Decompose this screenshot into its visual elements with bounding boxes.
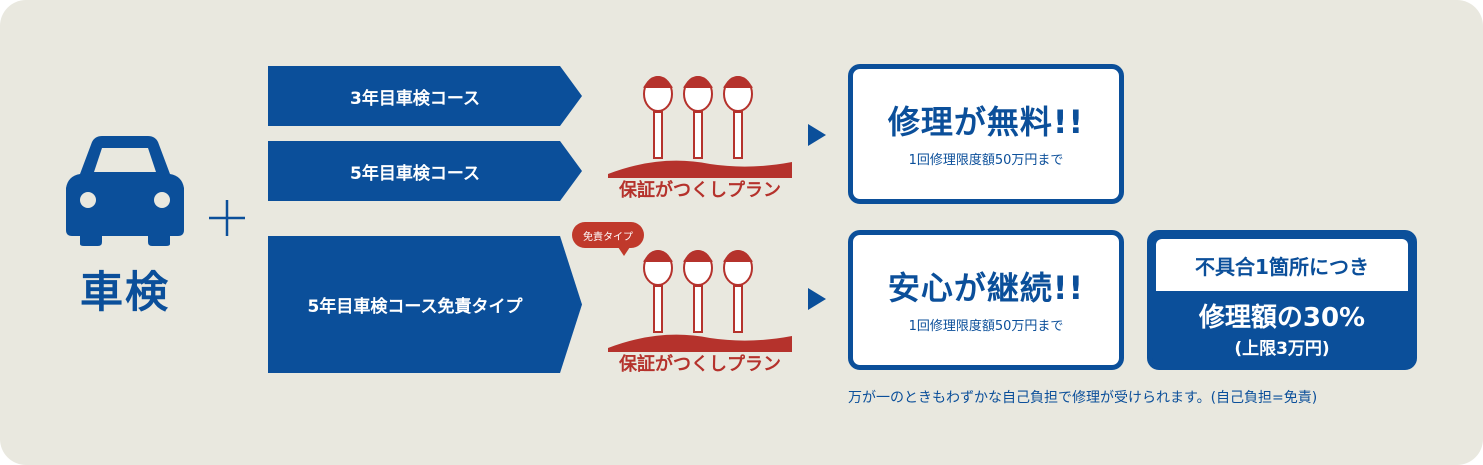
result-subtitle: 1回修理限度額50万円まで: [908, 319, 1064, 334]
plan-mascot-logo: 保証がつくしプラン: [608, 250, 792, 375]
mascot-figures: [608, 250, 792, 352]
deductible-box: 不具合1箇所につき 修理額の30% (上限3万円): [1147, 230, 1417, 370]
shaken-label: 車検: [80, 268, 170, 318]
deductible-head: 不具合1箇所につき: [1156, 239, 1408, 291]
course-label: 5年目車検コース免責タイプ: [307, 297, 523, 317]
result-free-repair: 修理が無料!! 1回修理限度額50万円まで: [848, 64, 1124, 204]
arrow-right-icon: [808, 288, 826, 310]
arrow-right-icon: [808, 124, 826, 146]
footnote: 万が一のときもわずかな自己負担で修理が受けられます。(自己負担=免責): [848, 390, 1318, 406]
course-label: 3年目車検コース: [350, 88, 480, 109]
course-3year: 3年目車検コース: [268, 66, 582, 126]
result-title: 安心が継続!!: [887, 269, 1085, 307]
plan-logo-text: 保証がつくしプラン: [618, 179, 781, 201]
mascot-figures: [608, 76, 792, 178]
plan-logo-text: 保証がつくしプラン: [618, 353, 781, 375]
course-5year: 5年目車検コース: [268, 141, 582, 201]
deductible-amount: 修理額の30%: [1198, 303, 1366, 333]
result-title: 修理が無料!!: [887, 103, 1085, 141]
plus-icon: [209, 200, 245, 236]
plan-mascot-logo: 保証がつくしプラン: [608, 76, 792, 201]
deductible-bubble: 免責タイプ: [572, 222, 644, 256]
result-continued: 安心が継続!! 1回修理限度額50万円まで: [848, 230, 1124, 370]
deductible-limit: (上限3万円): [1234, 339, 1330, 359]
result-subtitle: 1回修理限度額50万円まで: [908, 153, 1064, 168]
car-icon: [66, 136, 184, 246]
course-label: 5年目車検コース: [350, 163, 480, 184]
course-5year-deductible: 5年目車検コース免責タイプ: [268, 236, 582, 373]
